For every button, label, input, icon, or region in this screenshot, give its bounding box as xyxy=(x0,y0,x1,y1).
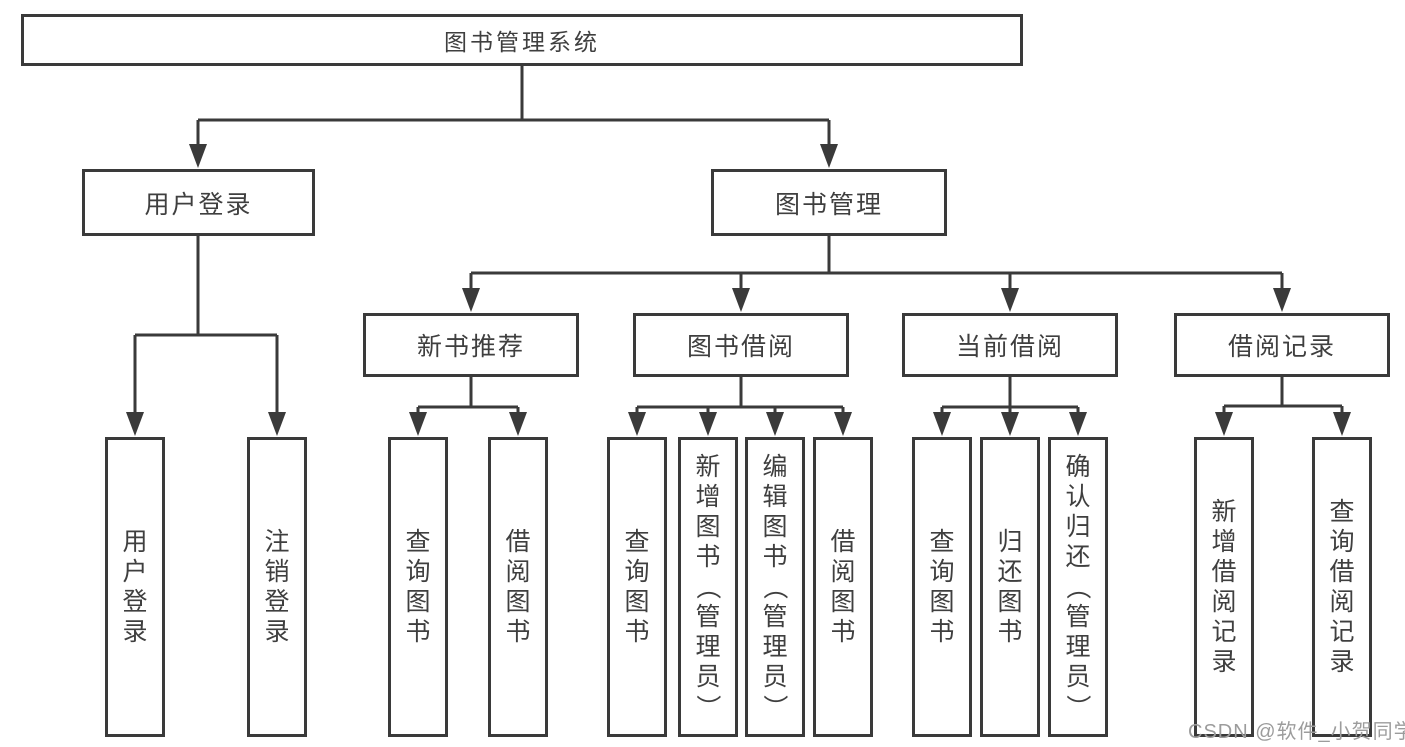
edge-book-borrow-to-leaves xyxy=(628,377,852,436)
leaf-borrow-books-recommend: 借阅图书 xyxy=(488,437,548,737)
leaf-add-books-admin: 新增图书（管理员） xyxy=(678,437,738,737)
node-borrow-records: 借阅记录 xyxy=(1174,313,1390,377)
leaf-borrow-books: 借阅图书 xyxy=(813,437,873,737)
edge-borrow-records-to-leaves xyxy=(1215,377,1351,436)
leaf-query-books-borrow: 查询图书 xyxy=(607,437,667,737)
leaf-query-borrow-record: 查询借阅记录 xyxy=(1312,437,1372,737)
node-book-borrow-label: 图书借阅 xyxy=(686,333,795,361)
node-library-system-label: 图书管理系统 xyxy=(444,29,600,55)
node-book-management: 图书管理 xyxy=(711,169,947,236)
leaf-query-books-current: 查询图书 xyxy=(912,437,972,737)
edge-new-book-recommend-to-leaves xyxy=(409,377,527,436)
edge-current-borrow-to-leaves xyxy=(933,377,1087,436)
node-borrow-records-label: 借阅记录 xyxy=(1227,333,1336,361)
node-current-borrow: 当前借阅 xyxy=(902,313,1118,377)
node-book-borrow: 图书借阅 xyxy=(633,313,849,377)
edge-book-management-to-level3 xyxy=(462,236,1291,312)
edge-user-login-to-leaves xyxy=(126,236,286,436)
leaf-return-books: 归还图书 xyxy=(980,437,1040,737)
node-current-borrow-label: 当前借阅 xyxy=(955,333,1064,361)
leaf-edit-books-admin: 编辑图书（管理员） xyxy=(745,437,805,737)
node-user-login-label: 用户登录 xyxy=(144,190,253,219)
node-user-login: 用户登录 xyxy=(82,169,315,236)
leaf-query-books-recommend: 查询图书 xyxy=(388,437,448,737)
leaf-logout: 注销登录 xyxy=(247,437,307,737)
leaf-confirm-return-admin: 确认归还（管理员） xyxy=(1048,437,1108,737)
edge-root-to-level2 xyxy=(189,66,838,168)
node-book-management-label: 图书管理 xyxy=(774,190,883,219)
node-new-book-recommend: 新书推荐 xyxy=(363,313,579,377)
leaf-user-login: 用户登录 xyxy=(105,437,165,737)
leaf-add-borrow-record: 新增借阅记录 xyxy=(1194,437,1254,737)
node-new-book-recommend-label: 新书推荐 xyxy=(416,333,525,361)
watermark: CSDN @软件_小贺同学 xyxy=(1188,721,1405,743)
node-library-system: 图书管理系统 xyxy=(21,14,1023,66)
